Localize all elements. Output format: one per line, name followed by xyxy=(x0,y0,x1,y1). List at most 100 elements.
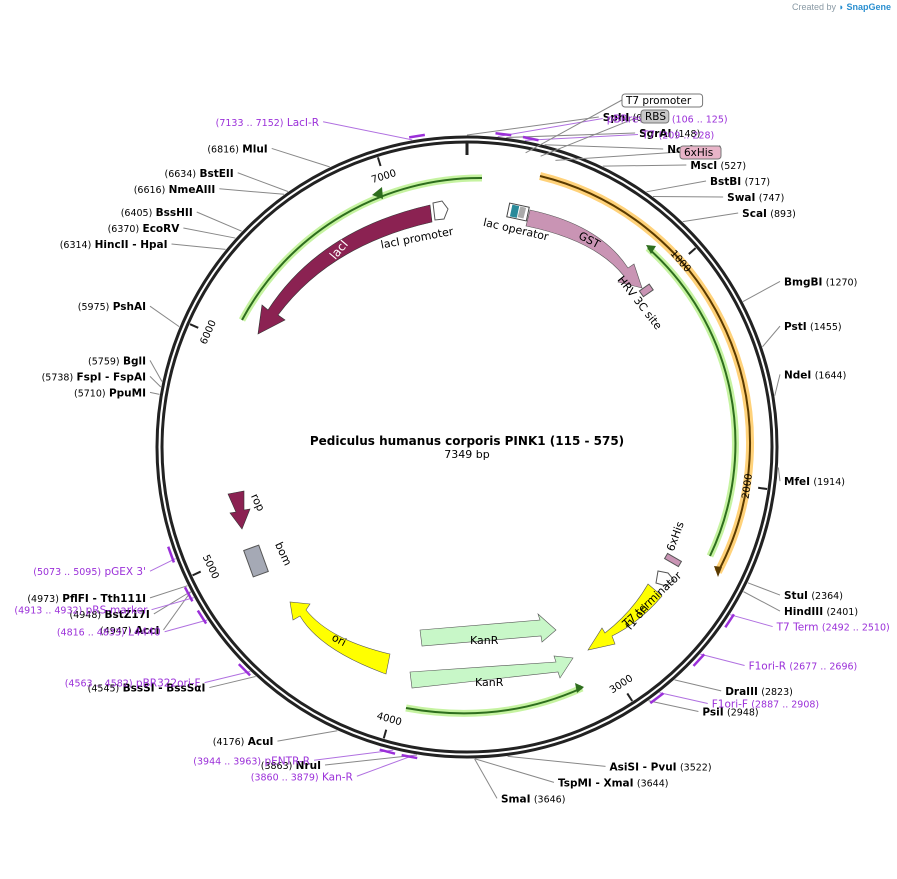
enzyme-label: (4545) BssSI - BssSαI xyxy=(88,683,206,695)
enzyme-label: (6634) BstEII xyxy=(165,168,234,180)
enzyme-leader xyxy=(646,180,707,193)
enzyme-label: BstBI (717) xyxy=(710,176,770,188)
label-ori: ori xyxy=(330,631,349,649)
enzyme-label: SphI (0) xyxy=(603,112,646,124)
primer-leader xyxy=(151,597,194,611)
enzyme-label: SmaI (3646) xyxy=(501,793,565,805)
enzyme-leader xyxy=(149,585,188,599)
boxed-feature-leader xyxy=(555,151,681,161)
primer-label: F1ori-R (2677 .. 2696) xyxy=(749,660,858,672)
boxed-feature-label: T7 promoter xyxy=(625,95,692,107)
primer-label: F1ori-F (2887 .. 2908) xyxy=(712,699,819,711)
enzyme-leader xyxy=(324,754,417,766)
primer-leader xyxy=(497,118,603,138)
orf-bottom-arc-outline xyxy=(405,684,584,717)
enzyme-leader xyxy=(466,116,599,136)
enzyme-leader xyxy=(209,676,256,689)
enzyme-leader xyxy=(171,243,226,250)
primer-leader xyxy=(356,754,416,777)
boxed-feature-label: RBS xyxy=(645,111,666,123)
primer-leader xyxy=(700,653,745,666)
primer-label: (4913 .. 4932) pRS-marker xyxy=(14,605,148,617)
scale-tick-label: 5000 xyxy=(200,553,221,581)
boxed-feature-leader xyxy=(540,115,642,157)
enzyme-leader xyxy=(743,591,781,612)
site-labels: SphI (0)SgrAI (148)NcoI (294)MscI (527)B… xyxy=(14,93,890,805)
gst-region-arrowhead xyxy=(714,566,722,577)
leader-lines xyxy=(149,99,781,799)
orf-right-arc xyxy=(647,247,737,557)
enzyme-label: (6314) HincII - HpaI xyxy=(60,239,168,251)
lacI-region-arrowhead xyxy=(372,187,383,199)
label-6xhis-inner: 6xHis xyxy=(664,520,687,553)
primer-binding-mark xyxy=(692,653,706,667)
snapgene-logo-icon: ◗ xyxy=(838,2,844,12)
primer-leader xyxy=(149,558,176,572)
enzyme-label: (6816) MluI xyxy=(207,143,267,155)
primer-label: T7 (209 .. 228) xyxy=(641,130,714,142)
primer-label: (3860 .. 3879) Kan-R xyxy=(251,771,353,783)
scale-tick xyxy=(626,692,634,702)
kanr-arrow-1 xyxy=(419,613,557,647)
enzyme-leader xyxy=(762,325,781,348)
scale-tick-label: 6000 xyxy=(199,319,219,347)
primer-binding-mark xyxy=(408,133,426,139)
rop-cds xyxy=(227,490,251,530)
enzyme-leader xyxy=(474,758,555,783)
enzyme-leader xyxy=(183,227,236,239)
enzyme-label: HindIII (2401) xyxy=(784,606,858,618)
label-kanr-1: KanR xyxy=(470,634,499,647)
enzyme-leader xyxy=(237,172,289,192)
enzyme-leader xyxy=(544,144,664,150)
rbs-marker xyxy=(517,206,527,219)
t7-terminator xyxy=(655,570,675,587)
scale-tick xyxy=(688,247,697,255)
enzyme-label: PsiI (2948) xyxy=(702,706,758,718)
enzyme-label: (4973) PflFI - Tth111I xyxy=(27,593,146,605)
primer-binding-mark xyxy=(724,613,735,628)
enzyme-leader xyxy=(682,212,739,223)
lacI-promoter xyxy=(432,200,449,221)
enzyme-label: (5975) PshAI xyxy=(78,301,146,313)
credit-brand: SnapGene xyxy=(846,2,891,12)
enzyme-label: (6370) EcoRV xyxy=(108,223,181,235)
f1-ori xyxy=(587,583,663,651)
gst-region-arc xyxy=(539,175,752,573)
primer-binding-mark xyxy=(196,609,208,625)
boxed-feature-1 xyxy=(640,109,670,124)
enzyme-leader xyxy=(674,679,722,692)
primer-binding-mark xyxy=(522,135,539,142)
enzyme-leader xyxy=(602,164,687,167)
scale-tick xyxy=(382,729,388,739)
primer-binding-mark xyxy=(401,753,418,760)
enzyme-leader xyxy=(742,280,781,302)
hrv-3c-site-marker xyxy=(638,283,654,298)
primer-leader xyxy=(204,670,251,684)
enzyme-leader xyxy=(774,374,781,396)
primer-label: (5073 .. 5095) pGEX 3' xyxy=(33,566,146,578)
kanr-arrow-2 xyxy=(409,655,574,689)
enzyme-leader xyxy=(149,305,180,328)
enzyme-leader xyxy=(277,730,338,742)
primer-binding-mark xyxy=(649,692,665,705)
6xhis-marker xyxy=(663,552,683,568)
scale-tick xyxy=(192,570,202,577)
enzyme-leader xyxy=(153,591,191,615)
enzyme-label: (4947) AccI xyxy=(100,625,159,637)
primer-leader xyxy=(729,614,773,628)
orf-bottom-arc xyxy=(405,687,583,715)
boxed-feature-label: 6xHis xyxy=(684,147,713,159)
primer-label: (7133 .. 7152) LacI-R xyxy=(216,117,319,129)
enzyme-label: PstI (1455) xyxy=(784,321,842,333)
enzyme-leader xyxy=(149,360,163,382)
primer-leader xyxy=(659,692,708,704)
primer-label: (3944 .. 3963) pENTR-R xyxy=(193,755,310,767)
enzyme-label: DraIII (2823) xyxy=(725,686,793,698)
credit-prefix: Created by xyxy=(791,2,837,12)
backbone-outer xyxy=(155,135,779,759)
enzyme-label: (5710) PpuMI xyxy=(74,387,146,399)
enzyme-label: TspMI - XmaI (3644) xyxy=(558,777,669,789)
boxed-feature-2 xyxy=(679,145,722,160)
lacI-region-line xyxy=(241,176,483,321)
